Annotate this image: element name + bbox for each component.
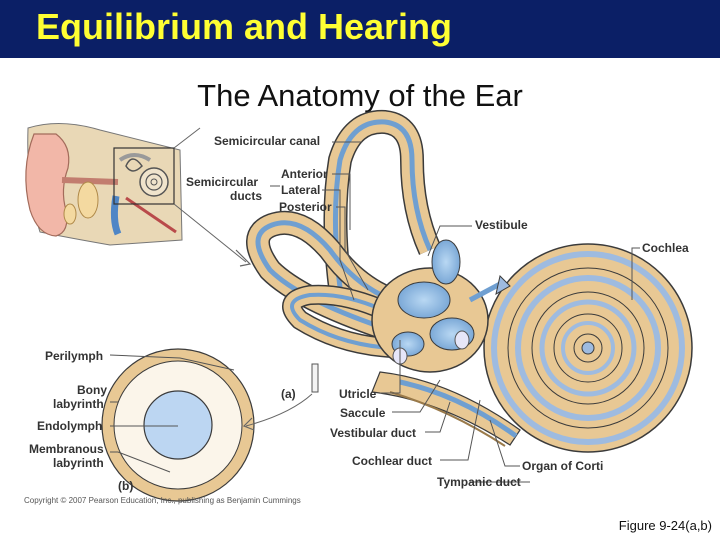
label-bony: Bony (77, 383, 107, 397)
label-semicircular: Semicircular (186, 175, 258, 189)
label-utricle: Utricle (339, 387, 377, 401)
label-endolymph: Endolymph (37, 419, 102, 433)
slide-subtitle: The Anatomy of the Ear (197, 78, 523, 113)
label-part-a: (a) (281, 387, 296, 401)
label-tympanic-duct: Tympanic duct (437, 475, 521, 489)
slide-title: Equilibrium and Hearing (36, 6, 453, 47)
label-labyrinth-membranous: labyrinth (53, 456, 104, 470)
zoom-lines (173, 127, 252, 267)
label-part-b: (b) (118, 479, 133, 493)
label-membranous: Membranous (29, 442, 104, 456)
label-saccule: Saccule (340, 406, 386, 420)
label-vestibule: Vestibule (475, 218, 528, 232)
zoom-line-b (245, 393, 313, 427)
label-labyrinth-bony: labyrinth (53, 397, 104, 411)
copyright-notice: Copyright © 2007 Pearson Education, Inc.… (24, 496, 301, 505)
label-organ-of-corti: Organ of Corti (522, 459, 603, 473)
leader-lines (109, 141, 640, 483)
inset-highlight-box (113, 147, 175, 205)
label-vestibular-duct: Vestibular duct (330, 426, 416, 440)
label-cochlear-duct: Cochlear duct (352, 454, 432, 468)
title-bar (0, 0, 720, 58)
figure-reference: Figure 9-24(a,b) (618, 518, 712, 533)
stapes-plug (311, 363, 319, 393)
label-anterior: Anterior (281, 167, 328, 181)
label-ducts: ducts (230, 189, 262, 203)
outer-ear-pinna (25, 133, 70, 237)
label-lateral: Lateral (281, 183, 320, 197)
semicircular-canals (246, 109, 442, 358)
label-semicircular-canal: Semicircular canal (214, 134, 320, 148)
label-posterior: Posterior (279, 200, 332, 214)
vestibule-body (371, 239, 511, 373)
cochlea-spiral (483, 243, 693, 453)
cross-section-b (101, 348, 255, 502)
ear-inset (25, 122, 183, 246)
cochlear-base (371, 371, 521, 447)
label-cochlea: Cochlea (642, 241, 689, 255)
label-perilymph: Perilymph (45, 349, 103, 363)
